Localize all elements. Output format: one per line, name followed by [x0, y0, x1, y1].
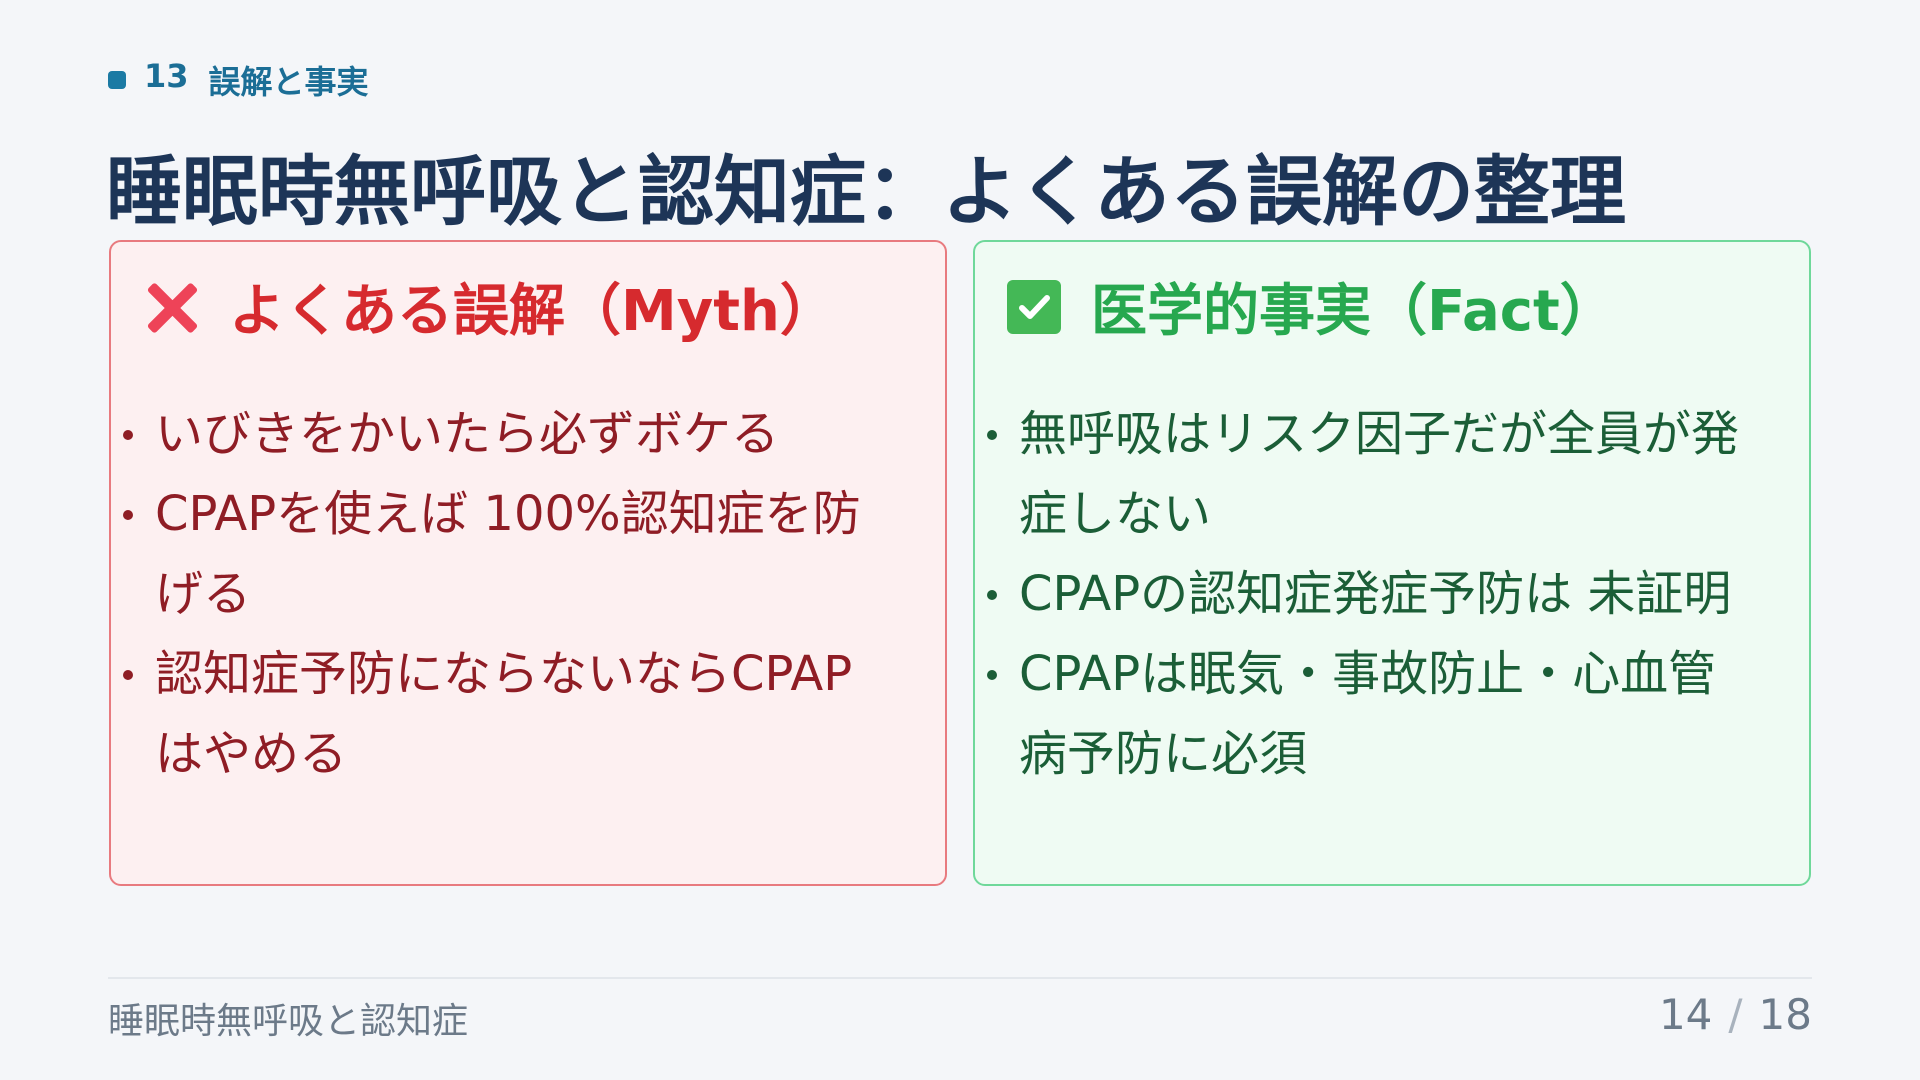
page-separator: / [1728, 990, 1743, 1039]
fact-heading: 医学的事実（Fact） [1091, 279, 1616, 344]
cross-mark-icon [143, 279, 199, 335]
fact-item: 無呼吸はリスク因子だが全員が発症しない [975, 394, 1759, 554]
fact-item: CPAPは眠気・事故防止・心血管病予防に必須 [975, 634, 1759, 794]
page-current: 14 [1658, 990, 1713, 1039]
fact-header: 医学的事実（Fact） [1007, 266, 1616, 347]
fact-item: CPAPの認知症発症予防は 未証明 [975, 554, 1759, 634]
footer-divider [108, 977, 1812, 979]
myth-list: いびきをかいたら必ずボケる CPAPを使えば 100%認知症を防げる 認知症予防… [111, 394, 895, 794]
check-mark-icon [1019, 294, 1050, 319]
section-number: 13 [144, 57, 189, 95]
myth-item: 認知症予防にならないならCPAPはやめる [111, 634, 895, 794]
slide-title: 睡眠時無呼吸と認知症：よくある誤解の整理 [106, 147, 1626, 236]
fact-card: 医学的事実（Fact） 無呼吸はリスク因子だが全員が発症しない CPAPの認知症… [973, 240, 1811, 886]
myth-card: よくある誤解（Myth） いびきをかいたら必ずボケる CPAPを使えば 100%… [109, 240, 947, 886]
myth-header: よくある誤解（Myth） [143, 266, 836, 347]
footer-title: 睡眠時無呼吸と認知症 [108, 1001, 469, 1042]
check-box-icon [1007, 279, 1061, 334]
section-kicker: 13 誤解と事実 [108, 57, 369, 103]
myth-item: いびきをかいたら必ずボケる [111, 394, 895, 474]
myth-item: CPAPを使えば 100%認知症を防げる [111, 474, 895, 634]
section-marker-icon [108, 71, 126, 89]
section-label: 13 誤解と事実 [144, 57, 369, 103]
page-total: 18 [1758, 990, 1812, 1039]
myth-heading: よくある誤解（Myth） [229, 279, 836, 344]
fact-list: 無呼吸はリスク因子だが全員が発症しない CPAPの認知症発症予防は 未証明 CP… [975, 394, 1759, 794]
page-counter: 14 / 18 [1659, 990, 1812, 1039]
section-title: 誤解と事実 [208, 63, 369, 101]
